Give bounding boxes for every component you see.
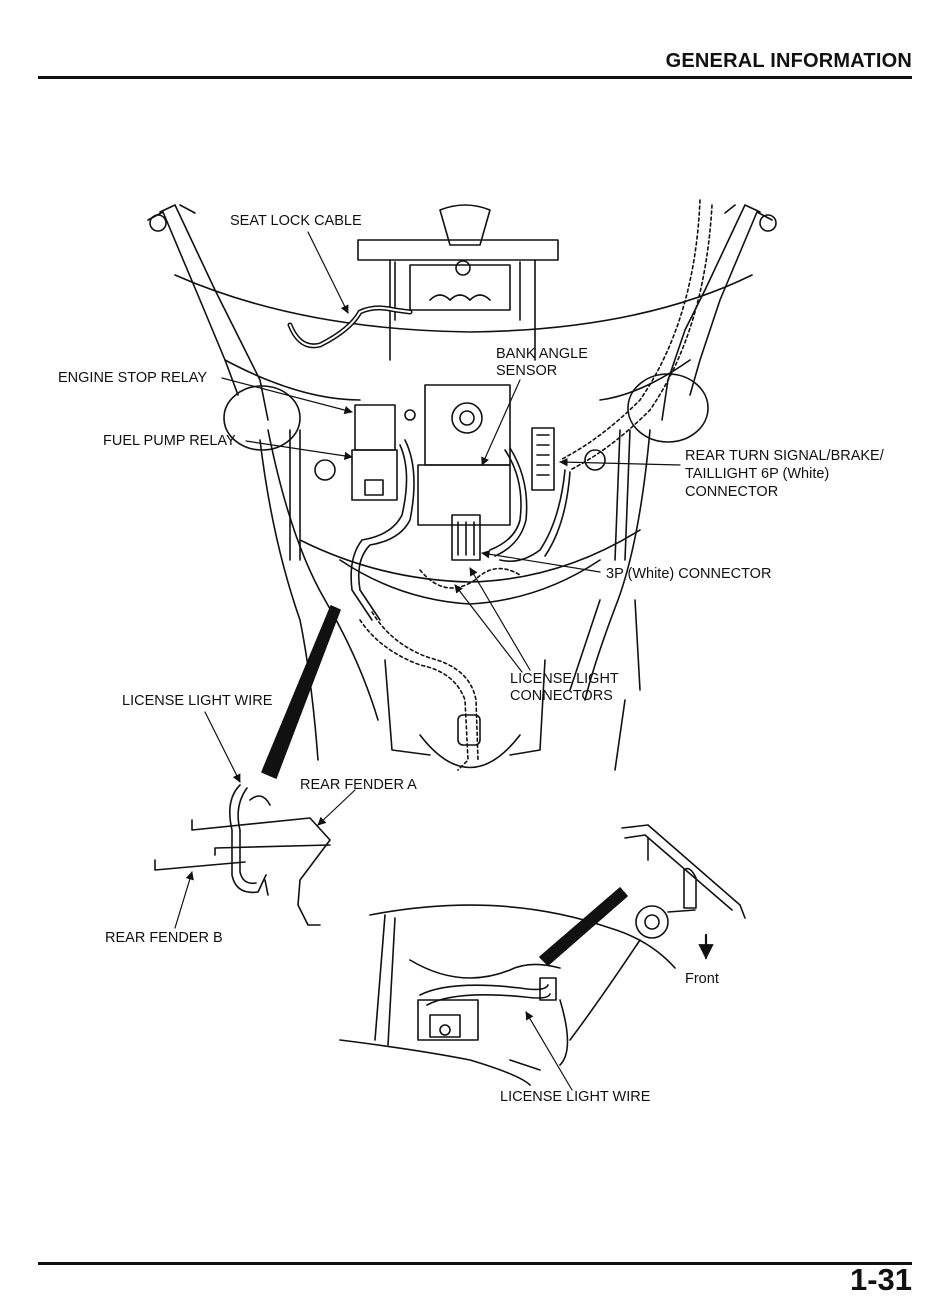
- seat-lock-assembly: [358, 205, 558, 360]
- front-clip-detail: [622, 825, 745, 938]
- underside-detail: [340, 905, 675, 1085]
- label-rear-fender-b: REAR FENDER B: [105, 929, 223, 947]
- label-front: Front: [685, 970, 719, 988]
- label-rear-turn-line2: TAILLIGHT 6P (White): [685, 465, 829, 483]
- detail-pointer-left: [262, 606, 340, 778]
- label-3p-connector: 3P (White) CONNECTOR: [606, 565, 771, 583]
- label-rear-turn-line3: CONNECTOR: [685, 483, 778, 501]
- label-seat-lock-cable: SEAT LOCK CABLE: [230, 212, 362, 230]
- frame-and-body: [148, 205, 776, 770]
- label-license-light-wire-bottom: LICENSE LIGHT WIRE: [500, 1088, 650, 1106]
- seat-lock-cable: [290, 308, 410, 346]
- detail-pointer-right: [540, 888, 627, 965]
- label-rear-turn-line1: REAR TURN SIGNAL/BRAKE/: [685, 447, 884, 465]
- label-license-light-wire-left: LICENSE LIGHT WIRE: [122, 692, 272, 710]
- page-number: 1-31: [850, 1262, 912, 1298]
- relays-and-sensor: [290, 385, 630, 560]
- footer-rule: [38, 1262, 912, 1265]
- label-rear-fender-a: REAR FENDER A: [300, 776, 417, 794]
- label-engine-stop-relay: ENGINE STOP RELAY: [58, 369, 207, 387]
- fender-clip-detail: [155, 785, 330, 925]
- label-license-light-connectors-line1: LICENSE LIGHT: [510, 670, 619, 688]
- label-bank-angle-sensor-line2: SENSOR: [496, 362, 557, 380]
- label-bank-angle-sensor-line1: BANK ANGLE: [496, 345, 588, 363]
- label-license-light-connectors-line2: CONNECTORS: [510, 687, 613, 705]
- label-fuel-pump-relay: FUEL PUMP RELAY: [103, 432, 236, 450]
